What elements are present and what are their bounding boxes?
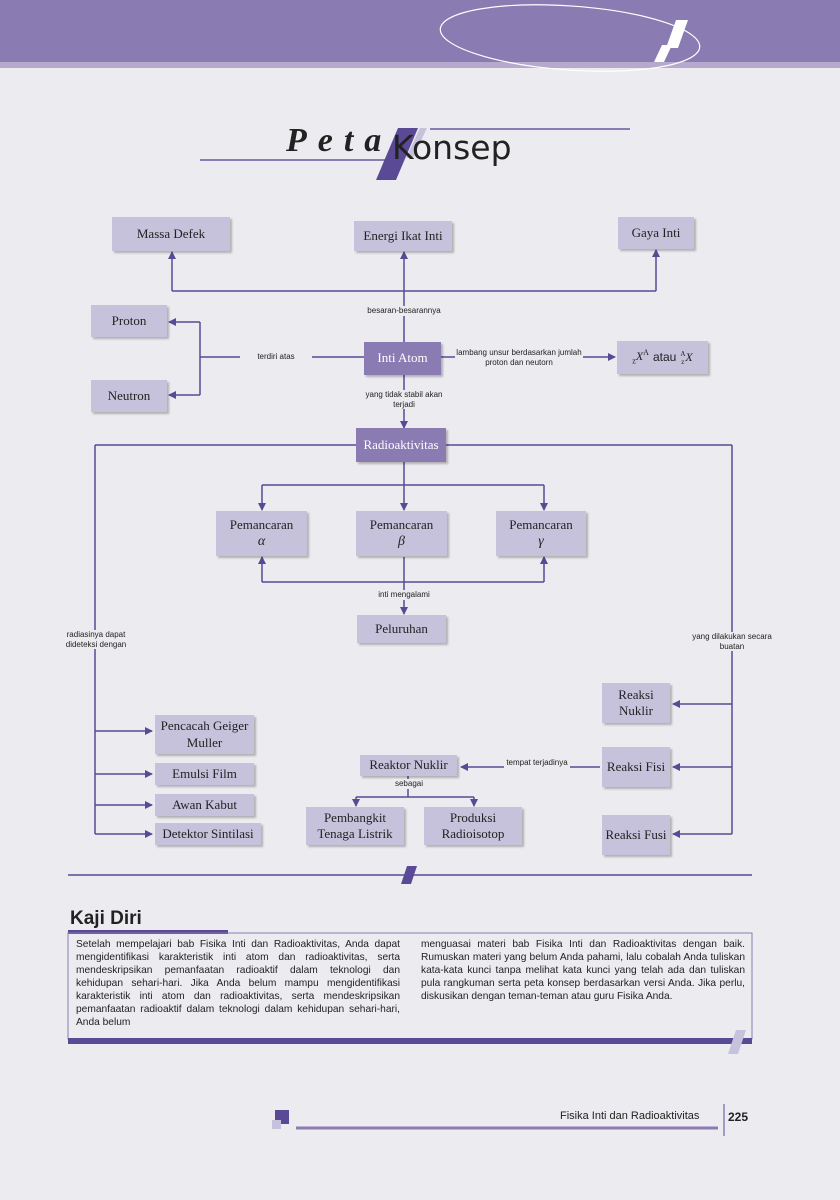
box-detektor-sintilasi: Detektor Sintilasi xyxy=(155,823,261,845)
notation-right: X xyxy=(685,350,693,364)
label-radiasi: radiasinya dapat dideteksi dengan xyxy=(50,630,142,650)
kaji-diri-col1: Setelah mempelajari bab Fisika Inti dan … xyxy=(76,939,400,1028)
label-lambang: lambang unsur berdasarkan jumlah proton … xyxy=(455,348,583,368)
box-radioaktivitas: Radioaktivitas xyxy=(356,428,446,462)
box-peluruhan: Peluruhan xyxy=(357,615,446,643)
box-pembangkit-listrik: Pembangkit Tenaga Listrik xyxy=(306,807,404,845)
title-peta: Peta xyxy=(286,122,393,159)
box-emulsi-film: Emulsi Film xyxy=(155,763,254,785)
beta-symbol: β xyxy=(398,533,405,549)
box-massa-defek: Massa Defek xyxy=(112,217,230,251)
label-dilakukan: yang dilakukan secara buatan xyxy=(690,632,774,652)
notation-atau: atau xyxy=(652,350,677,364)
title-slash-decoration xyxy=(376,128,418,180)
label-terdiri-atas: terdiri atas xyxy=(240,352,312,362)
header-ellipse-decoration xyxy=(439,4,701,72)
box-awan-kabut: Awan Kabut xyxy=(155,794,254,816)
footer-chapter: Fisika Inti dan Radioaktivitas xyxy=(560,1110,700,1122)
box-inti-atom: Inti Atom xyxy=(364,342,441,375)
box-pencacah-geiger: Pencacah Geiger Muller xyxy=(155,715,254,754)
label-sebagai: sebagai xyxy=(392,779,426,789)
alpha-symbol: α xyxy=(257,533,266,549)
header-band xyxy=(0,0,840,62)
box-neutron: Neutron xyxy=(91,380,167,412)
label-besaran: besaran-besarannya xyxy=(340,306,468,316)
title-konsep: Konsep xyxy=(392,128,512,167)
kaji-diri-col2: menguasai materi bab Fisika Inti dan Rad… xyxy=(421,939,745,1002)
box-pemancaran-beta: Pemancaran β xyxy=(356,511,447,556)
box-pemancaran-gamma: Pemancaran γ xyxy=(496,511,586,556)
kaji-diri-title: Kaji Diri xyxy=(70,908,142,929)
label-tempat: tempat terjadinya xyxy=(504,758,570,768)
box-reaksi-fisi: Reaksi Fisi xyxy=(602,747,670,787)
notation-left: zXA xyxy=(632,348,649,366)
label-inti-mengalami: inti mengalami xyxy=(360,590,448,600)
box-gaya-inti: Gaya Inti xyxy=(618,217,694,249)
box-pemancaran-alpha: Pemancaran α xyxy=(216,511,307,556)
page-number: 225 xyxy=(728,1110,749,1124)
label-tidak-stabil: yang tidak stabil akan terjadi xyxy=(356,390,452,410)
gamma-symbol: γ xyxy=(538,533,544,549)
box-energi-ikat-inti: Energi Ikat Inti xyxy=(354,221,452,251)
box-produksi-radioisotop: Produksi Radioisotop xyxy=(424,807,522,845)
box-reaksi-fusi: Reaksi Fusi xyxy=(602,815,670,855)
box-reaktor-nuklir: Reaktor Nuklir xyxy=(360,755,457,776)
header-slash-decoration xyxy=(654,45,672,62)
header-band-stripe xyxy=(0,62,840,68)
box-reaksi-nuklir: Reaksi Nuklir xyxy=(602,683,670,723)
box-proton: Proton xyxy=(91,305,167,337)
